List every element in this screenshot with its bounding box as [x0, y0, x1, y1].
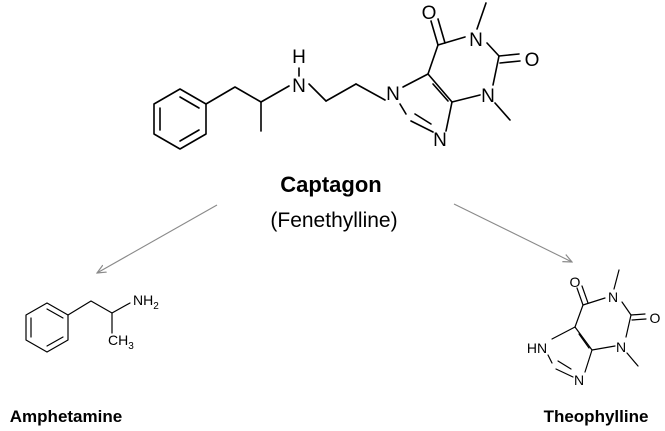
captagon-amine-nitrogen: N: [292, 76, 306, 97]
captagon-side-chain: [205, 83, 386, 132]
captagon-xanthine-core: [399, 2, 521, 133]
arrow-to-amphetamine: [97, 204, 218, 273]
theophylline-o2: O: [650, 310, 661, 326]
captagon-n7: N: [386, 84, 400, 105]
captagon-benzene-ring: [153, 88, 207, 150]
theophylline-n9: N: [574, 372, 584, 388]
amphetamine-name: Amphetamine: [10, 407, 122, 426]
captagon-n3: N: [481, 86, 495, 107]
captagon-amine-hydrogen: H: [292, 47, 306, 68]
captagon-subtitle: (Fenethylline): [270, 209, 397, 232]
theophylline-n1: N: [608, 289, 618, 305]
captagon-o2: O: [525, 50, 540, 71]
theophylline-structure: [547, 269, 647, 378]
theophylline-o6: O: [570, 274, 581, 290]
theophylline-n3: N: [616, 339, 626, 355]
captagon-o6: O: [422, 3, 437, 24]
amphetamine-methyl: CH3: [108, 332, 134, 352]
arrow-to-theophylline: [453, 203, 572, 262]
theophylline-name: Theophylline: [544, 407, 649, 426]
captagon-name: Captagon: [280, 172, 381, 197]
theophylline-hn: HN: [527, 340, 547, 356]
amphetamine-amine: NH2: [133, 292, 159, 312]
captagon-n1: N: [469, 30, 483, 51]
captagon-structure: H N N: [153, 2, 540, 151]
captagon-n9: N: [433, 130, 447, 151]
amphetamine-structure: [25, 300, 131, 353]
